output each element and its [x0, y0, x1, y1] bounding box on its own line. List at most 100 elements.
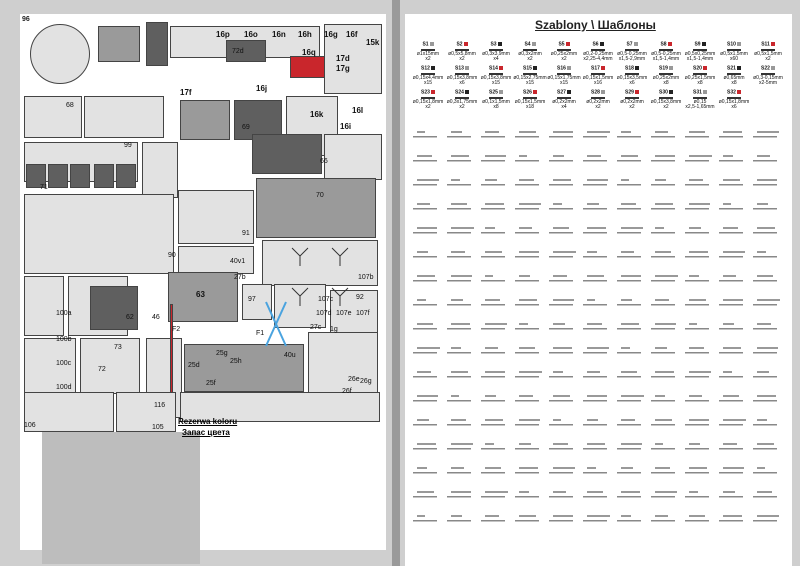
part-label: 26g [360, 378, 372, 385]
color-swatch-icon [531, 42, 536, 46]
template-qty: x2-5mm [758, 80, 778, 87]
template-size: ø0,3x2mm [518, 50, 542, 57]
template-qty: x15 [423, 80, 433, 87]
part-block [26, 164, 46, 188]
template-id: S30 [659, 89, 668, 96]
part-disc [30, 24, 90, 84]
template-caption-line [685, 136, 709, 138]
template-shape [625, 96, 639, 99]
template-caption-line [413, 160, 437, 162]
template-id: S25 [489, 89, 498, 96]
template-id: S7 [626, 41, 633, 48]
template-caption-line [447, 160, 471, 162]
template-drawings [413, 131, 780, 522]
part-block [24, 96, 82, 138]
template-caption-line [651, 232, 675, 234]
part-label: F2 [172, 326, 181, 333]
template-caption-line [617, 352, 641, 354]
part-label: 25d [188, 362, 200, 369]
template-caption-line [583, 376, 607, 378]
template-qty: x2 [459, 104, 465, 111]
template-caption-line [549, 160, 573, 162]
part-label: 91 [242, 230, 250, 237]
part-block [116, 164, 136, 188]
template-shape [591, 48, 605, 51]
template-caption-line [753, 184, 777, 186]
template-caption-line [617, 184, 641, 186]
template-caption-line [583, 232, 607, 234]
color-swatch-icon [736, 42, 741, 46]
template-size: ø0,15x3,5mm [616, 74, 648, 81]
template-id: S28 [591, 89, 600, 96]
part-block [24, 276, 64, 336]
template-size: ø0,15x3,8mm [650, 98, 682, 105]
page-number: 96 [22, 16, 30, 23]
part-block [94, 164, 114, 188]
template-qty: x6 [731, 104, 737, 111]
template-caption-line [719, 328, 743, 330]
part-block [48, 164, 68, 188]
template-size: ø0,2x2mm [620, 98, 644, 105]
template-caption-line [549, 256, 573, 258]
color-swatch-icon [599, 42, 604, 46]
color-swatch-icon [701, 42, 706, 46]
template-caption-line [583, 352, 607, 354]
template-caption-line [413, 280, 437, 282]
template-id: S21 [727, 65, 736, 72]
color-swatch-icon [600, 66, 605, 70]
color-swatch-icon [633, 42, 638, 46]
template-shape [557, 72, 571, 75]
template-id: S13 [455, 65, 464, 72]
template-caption-line [447, 208, 471, 210]
template-qty: x60 [729, 56, 739, 63]
template-caption-line [753, 328, 777, 330]
template-caption-line [413, 232, 437, 234]
template-caption-line [617, 400, 641, 402]
template-qty: x2 [425, 104, 431, 111]
part-block [116, 392, 176, 432]
template-id: S14 [489, 65, 498, 72]
template-caption-line [515, 328, 539, 330]
color-reserve-area [42, 432, 200, 564]
template-caption-line [719, 472, 743, 474]
template-caption-line [515, 160, 539, 162]
part-label: 107d [316, 310, 332, 317]
template-caption-line [617, 424, 641, 426]
template-caption-line [583, 256, 607, 258]
part-block [256, 178, 376, 238]
template-caption-line [413, 136, 437, 138]
template-shape [455, 72, 469, 75]
template-caption-line [549, 448, 573, 450]
color-swatch-icon [668, 66, 673, 70]
template-caption-line [515, 256, 539, 258]
template-caption-line [617, 160, 641, 162]
propeller-parts [291, 247, 349, 306]
template-caption-line [685, 256, 709, 258]
template-id: S23 [421, 89, 430, 96]
page-divider [392, 0, 400, 566]
template-caption-line [617, 376, 641, 378]
template-shape [693, 96, 707, 99]
template-caption-line [753, 448, 777, 450]
template-shape [625, 72, 639, 75]
template-caption-line [651, 304, 675, 306]
template-shape [693, 48, 707, 51]
template-id: S19 [659, 65, 668, 72]
template-caption-line [481, 280, 505, 282]
color-reserve-label-pl: Rezerwa koloru [178, 417, 238, 426]
template-qty: x8 [731, 80, 737, 87]
template-caption-line [583, 424, 607, 426]
template-caption-line [719, 376, 743, 378]
